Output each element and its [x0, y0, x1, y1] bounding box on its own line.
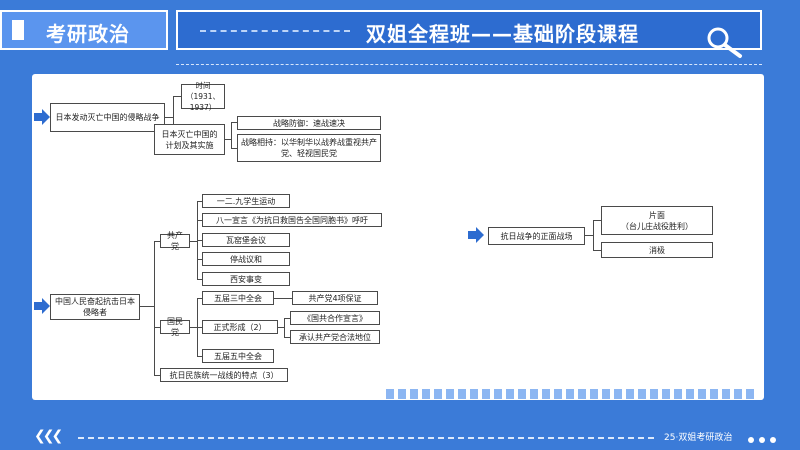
connector	[585, 235, 593, 236]
node-ccp-item: 瓦窑堡会议	[202, 233, 290, 247]
title-dash-decoration	[200, 30, 350, 32]
node-time: 时间 （1931、1937）	[181, 81, 225, 112]
node-plan-stalemate: 战略相持：以华制华以战养战重视共产党、轻视国民党	[237, 134, 381, 162]
connector	[173, 96, 181, 97]
stripe-decoration	[386, 384, 758, 403]
header-dash-decoration	[176, 64, 762, 65]
connector	[197, 356, 202, 357]
course-title: 双姐全程班——基础阶段课程	[366, 22, 639, 46]
chevron-left-icon: ❮❮❮	[34, 428, 63, 444]
node-ccp-legal-status: 承认共产党合法地位	[290, 330, 380, 344]
node-frontal-battlefield: 抗日战争的正面战场	[488, 227, 585, 245]
arrow-right-icon	[468, 227, 484, 243]
connector	[154, 241, 160, 242]
node-ccp-item: 一二.九学生运动	[202, 194, 290, 208]
connector	[284, 318, 290, 319]
connector	[140, 306, 154, 307]
node-ccp-item: 停战议和	[202, 252, 290, 266]
search-icon	[707, 27, 742, 58]
connector	[197, 327, 202, 328]
connector	[284, 337, 290, 338]
node-japan-plan: 日本灭亡中国的计划及其实施	[154, 124, 225, 155]
node-kmt-plenary-5: 五届五中全会	[202, 349, 274, 363]
connector	[225, 139, 231, 140]
brand-accent-block	[12, 20, 24, 40]
connector	[190, 241, 197, 242]
node-united-front-features: 抗日民族统一战线的特点（3）	[160, 368, 288, 382]
page-number: 25·双姐考研政治	[664, 433, 733, 443]
node-kmt: 国民党	[160, 317, 190, 337]
node-formal-formation: 正式形成（2）	[202, 320, 278, 334]
arrow-right-icon	[34, 298, 50, 314]
node-ccp: 共产党	[160, 231, 190, 251]
connector	[274, 298, 292, 299]
dots-icon	[748, 428, 781, 447]
connector	[284, 318, 285, 337]
connector	[190, 327, 197, 328]
node-japan-invasion: 日本发动灭亡中国的侵略战争	[50, 103, 165, 132]
node-ccp-item: 西安事变	[202, 272, 290, 286]
connector	[197, 220, 202, 221]
connector	[197, 240, 202, 241]
footer-dash-decoration	[78, 437, 654, 439]
content-card: 日本发动灭亡中国的侵略战争 时间 （1931、1937） 日本灭亡中国的计划及其…	[32, 74, 764, 400]
connector	[154, 241, 155, 375]
connector	[231, 122, 237, 123]
connector	[154, 375, 160, 376]
arrow-right-icon	[34, 109, 50, 125]
node-cooperation-declaration: 《国共合作宣言》	[290, 311, 380, 325]
connector	[231, 148, 237, 149]
course-title-bar: 双姐全程班——基础阶段课程	[176, 10, 762, 50]
node-one-sided: 片面 （台儿庄战役胜利）	[601, 206, 713, 235]
connector	[231, 122, 232, 148]
connector	[165, 117, 173, 118]
node-ccp-item: 八一宣言《为抗日救国告全国同胞书》呼吁	[202, 213, 382, 227]
connector	[593, 220, 594, 250]
connector	[278, 327, 284, 328]
connector	[154, 327, 160, 328]
node-plan-defense: 战略防御：速战速决	[237, 116, 381, 130]
connector	[197, 279, 202, 280]
connector	[593, 220, 601, 221]
connector	[197, 298, 202, 299]
connector	[197, 201, 202, 202]
node-ccp-guarantees: 共产党4项保证	[292, 291, 378, 305]
node-chinese-resistance: 中国人民奋起抗击日本侵略者	[50, 294, 140, 320]
brand-badge: 考研政治	[0, 10, 168, 50]
node-kmt-plenary-3: 五届三中全会	[202, 291, 274, 305]
connector	[197, 259, 202, 260]
node-passive: 消极	[601, 242, 713, 258]
connector	[173, 96, 174, 139]
brand-title: 考研政治	[46, 22, 130, 46]
connector	[593, 250, 601, 251]
